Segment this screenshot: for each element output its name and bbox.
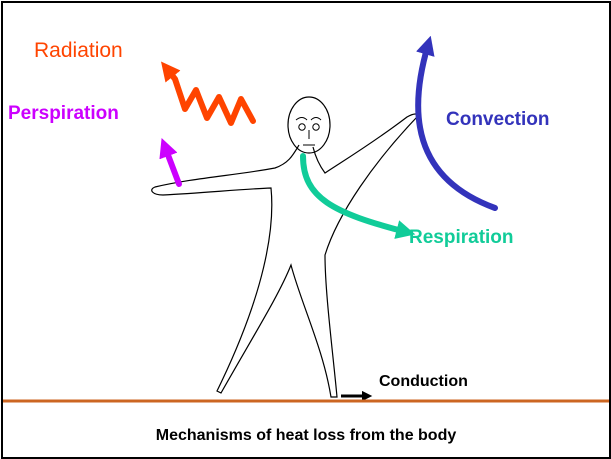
respiration-arrow (300, 153, 416, 239)
perspiration-label: Perspiration (8, 103, 119, 124)
radiation-arrow (161, 61, 256, 126)
perspiration-arrow (159, 138, 182, 187)
radiation-label: Radiation (34, 39, 123, 62)
right-eye (312, 123, 320, 131)
caption: Mechanisms of heat loss from the body (155, 427, 457, 444)
convection-arrow (415, 35, 498, 211)
human-figure-outline (151, 113, 419, 398)
left-brow (295, 117, 308, 121)
left-eye (298, 123, 306, 131)
respiration-label: Respiration (409, 227, 514, 248)
right-brow (310, 117, 322, 121)
head (287, 96, 331, 154)
conduction-label: Conduction (379, 373, 468, 390)
heat-loss-diagram (3, 35, 609, 403)
convection-label: Convection (446, 109, 550, 130)
